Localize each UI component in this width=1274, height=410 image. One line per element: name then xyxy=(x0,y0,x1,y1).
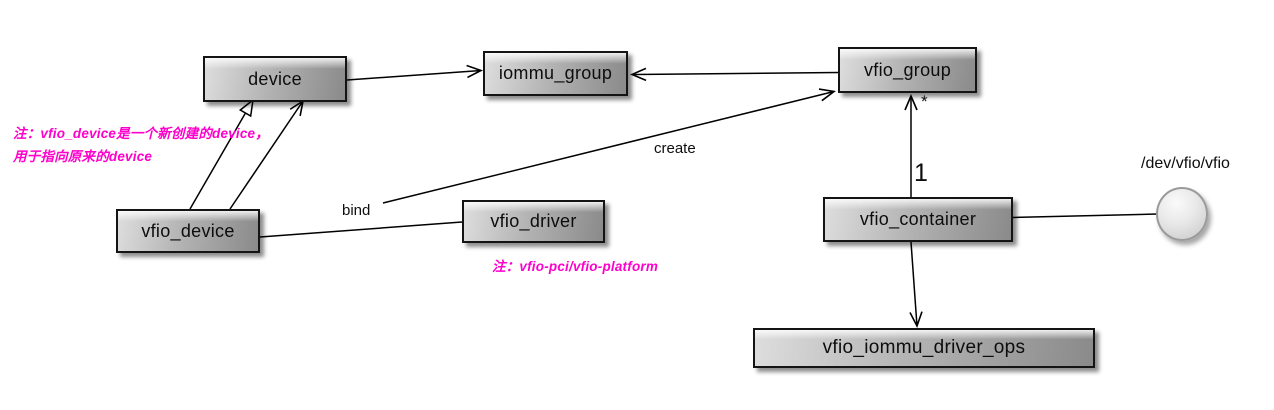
note-vfio-driver: 注：vfio-pci/vfio-platform xyxy=(492,259,659,274)
edge-label-bind: bind xyxy=(342,202,371,219)
edge-vfio-container-to-interface xyxy=(1012,213,1158,219)
edge-create-to-vfio-group xyxy=(382,92,834,204)
edge-bind-association xyxy=(259,221,463,238)
note-vfio-device-line1: 注：vfio_device是一个新创建的device， xyxy=(13,126,269,141)
edge-vfio-device-to-device-pointer xyxy=(229,101,303,210)
node-vfio-container: vfio_container xyxy=(823,197,1013,242)
multiplicity-one-label: 1 xyxy=(914,159,928,187)
node-iommu-group-label: iommu_group xyxy=(498,63,613,83)
node-vfio-container-label: vfio_container xyxy=(859,209,977,229)
edge-vfio-group-to-iommu-group xyxy=(632,73,839,75)
node-iommu-group: iommu_group xyxy=(483,51,628,96)
edge-vfio-device-to-device-generalization xyxy=(189,100,253,210)
edge-vfio-container-to-vfio-iommu-driver-ops xyxy=(911,241,917,326)
node-vfio-group-label: vfio_group xyxy=(863,59,952,80)
node-vfio-device-label: vfio_device xyxy=(141,220,235,241)
interface-path-label: /dev/vfio/vfio xyxy=(1141,155,1230,172)
node-device-label: device xyxy=(248,68,302,89)
node-vfio-iommu-driver-ops: vfio_iommu_driver_ops xyxy=(753,328,1095,368)
multiplicity-star-label: * xyxy=(921,92,928,111)
node-vfio-device: vfio_device xyxy=(116,209,260,253)
interface-lollipop-circle xyxy=(1156,187,1208,241)
note-vfio-device-line2: 用于指向原来的device xyxy=(13,149,153,164)
node-vfio-driver-label: vfio_driver xyxy=(490,211,577,231)
edge-device-to-iommu-group xyxy=(346,71,481,81)
node-device: device xyxy=(203,56,347,102)
node-vfio-group: vfio_group xyxy=(838,47,977,93)
node-vfio-iommu-driver-ops-label: vfio_iommu_driver_ops xyxy=(822,337,1026,358)
node-vfio-driver: vfio_driver xyxy=(462,200,605,243)
edge-label-create: create xyxy=(654,140,696,157)
